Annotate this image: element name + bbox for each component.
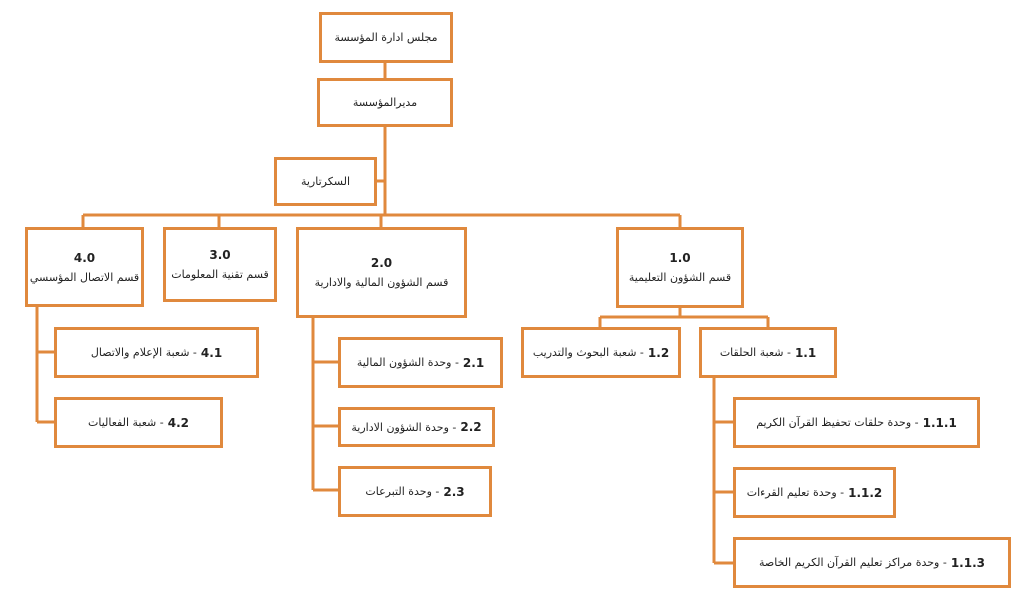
node-label: - شعبة الحلقات bbox=[719, 346, 791, 359]
department-2-node: 2.0 قسم الشؤون المالية والادارية bbox=[296, 227, 467, 318]
node-label: - وحدة التبرعات bbox=[365, 485, 440, 498]
section-1-1-node: 1.1- شعبة الحلقات bbox=[699, 327, 837, 378]
node-number: 1.1.2 bbox=[848, 485, 883, 500]
node-label: قسم تقنية المعلومات bbox=[171, 268, 269, 281]
node-label: - شعبة الفعاليات bbox=[88, 416, 164, 429]
node-number: 1.2 bbox=[647, 345, 670, 360]
node-label: مجلس ادارة المؤسسة bbox=[334, 31, 438, 44]
section-4-1-node: 4.1- شعبة الإعلام والاتصال bbox=[54, 327, 259, 378]
node-label: - وحدة مراكز تعليم القرآن الكريم الخاصة bbox=[759, 556, 947, 569]
node-number: 1.0 bbox=[669, 251, 691, 265]
node-label: قسم الاتصال المؤسسي bbox=[29, 270, 140, 284]
section-1-2-node: 1.2- شعبة البحوث والتدريب bbox=[521, 327, 681, 378]
node-number: 2.2 bbox=[460, 420, 482, 434]
node-label: مديرالمؤسسة bbox=[352, 96, 418, 109]
secretary-node: السكرتارية bbox=[274, 157, 377, 206]
unit-2-3-node: 2.3- وحدة التبرعات bbox=[338, 466, 492, 517]
node-number: 4.2 bbox=[167, 415, 189, 430]
node-label: - وحدة الشؤون المالية bbox=[356, 356, 459, 369]
section-4-2-node: 4.2- شعبة الفعاليات bbox=[54, 397, 223, 448]
node-label: قسم الشؤون التعليمية bbox=[628, 271, 732, 284]
node-number: 2.0 bbox=[370, 256, 393, 270]
node-number: 2.1 bbox=[462, 355, 485, 370]
node-number: 3.0 bbox=[209, 248, 231, 262]
board-node: مجلس ادارة المؤسسة bbox=[319, 12, 453, 63]
node-label: قسم الشؤون المالية والادارية bbox=[314, 276, 449, 289]
node-label: - وحدة تعليم القرءات bbox=[746, 486, 845, 499]
node-number: 1.1.3 bbox=[950, 555, 985, 570]
unit-2-1-node: 2.1- وحدة الشؤون المالية bbox=[338, 337, 503, 388]
director-node: مديرالمؤسسة bbox=[317, 78, 453, 127]
unit-1-1-3-node: 1.1.3- وحدة مراكز تعليم القرآن الكريم ال… bbox=[733, 537, 1011, 588]
department-4-node: 4.0 قسم الاتصال المؤسسي bbox=[25, 227, 144, 307]
node-number: 1.1.1 bbox=[922, 415, 957, 430]
node-label: - شعبة الإعلام والاتصال bbox=[90, 346, 197, 359]
unit-1-1-1-node: 1.1.1- وحدة حلقات تحفيظ القرآن الكريم bbox=[733, 397, 980, 448]
node-number: 4.0 bbox=[73, 250, 96, 265]
node-label: - شعبة البحوث والتدريب bbox=[532, 346, 644, 359]
node-number: 1.1 bbox=[794, 345, 817, 360]
department-1-node: 1.0 قسم الشؤون التعليمية bbox=[616, 227, 744, 308]
department-3-node: 3.0 قسم تقنية المعلومات bbox=[163, 227, 277, 302]
node-number: 4.1 bbox=[200, 345, 223, 360]
node-label: - وحدة الشؤون الادارية bbox=[351, 420, 457, 434]
node-label: - وحدة حلقات تحفيظ القرآن الكريم bbox=[756, 416, 919, 429]
unit-2-2-node: 2.2- وحدة الشؤون الادارية bbox=[338, 407, 495, 447]
node-number: 2.3 bbox=[443, 484, 465, 499]
unit-1-1-2-node: 1.1.2- وحدة تعليم القرءات bbox=[733, 467, 896, 518]
node-label: السكرتارية bbox=[300, 175, 351, 188]
